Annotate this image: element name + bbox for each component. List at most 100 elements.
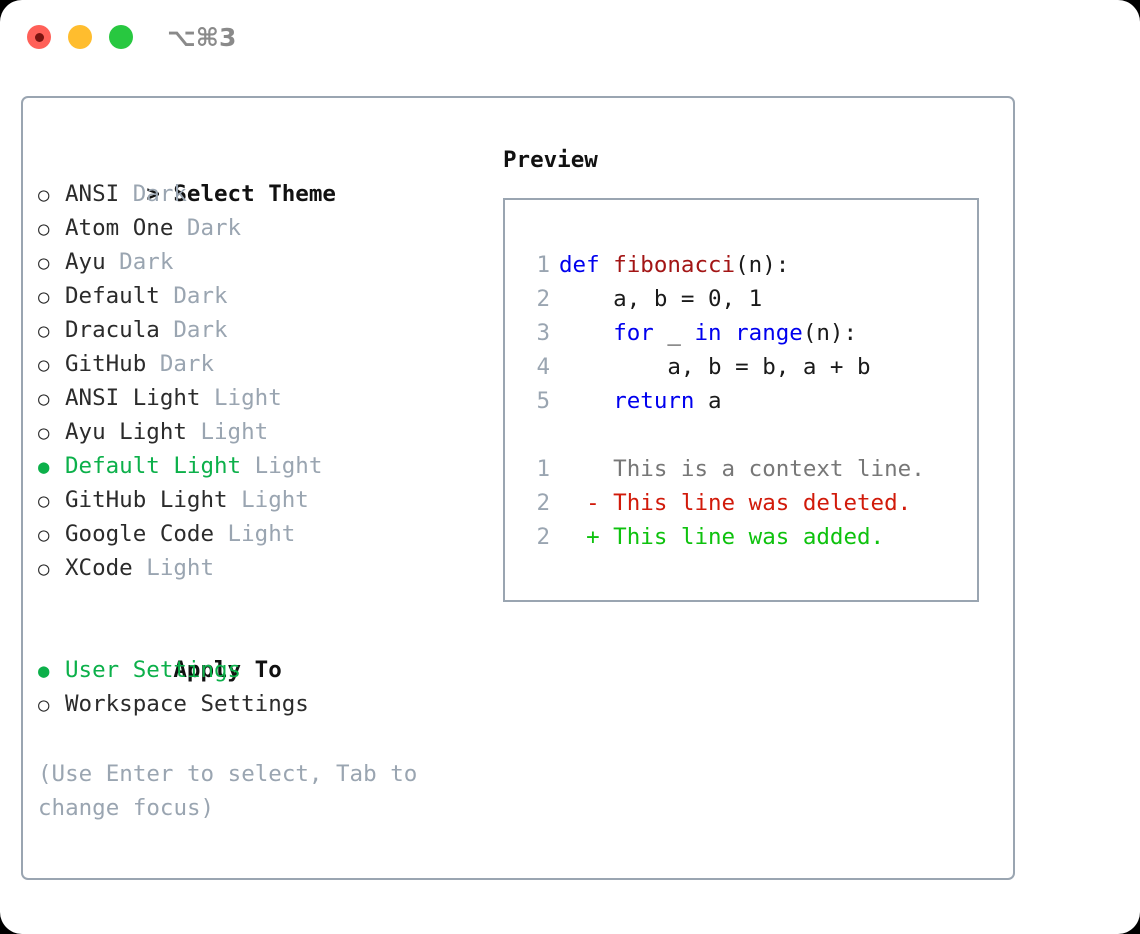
theme-option-xcode[interactable]: XCode Light — [38, 551, 478, 585]
radio-unselected-icon — [38, 347, 65, 382]
apply-to-option-workspace-settings[interactable]: Workspace Settings — [38, 687, 478, 721]
apply-to-option-label: Workspace Settings — [65, 691, 309, 717]
line-number: 1 — [536, 456, 550, 482]
theme-option-default[interactable]: Default Dark — [38, 279, 478, 313]
radio-unselected-icon — [38, 177, 65, 212]
radio-unselected-icon — [38, 551, 65, 586]
minimize-button-icon[interactable] — [68, 25, 92, 49]
theme-variant-tag: Light — [200, 385, 282, 411]
theme-option-ansi[interactable]: ANSI Dark — [38, 177, 478, 211]
code-line: 5 return a — [505, 384, 977, 418]
theme-list-panel: Select Theme ANSI DarkAtom One DarkAyu D… — [38, 143, 478, 825]
theme-variant-tag: Dark — [173, 215, 242, 241]
theme-option-label: GitHub — [65, 351, 147, 377]
diff-line: 2 + This line was added. — [505, 520, 977, 554]
radio-unselected-icon — [38, 245, 65, 280]
diff-line-text: - This line was deleted. — [559, 490, 912, 516]
code-diff-separator — [505, 418, 977, 452]
theme-option-label: XCode — [65, 555, 133, 581]
zoom-button-icon[interactable] — [109, 25, 133, 49]
code-line: 4 a, b = b, a + b — [505, 350, 977, 384]
theme-variant-tag: Dark — [159, 317, 228, 343]
theme-variant-tag: Light — [227, 487, 309, 513]
theme-option-label: Dracula — [65, 317, 160, 343]
line-number: 1 — [536, 252, 550, 278]
code-token: a, b = 0, 1 — [559, 286, 763, 312]
line-number: 2 — [536, 490, 550, 516]
theme-variant-tag: Light — [241, 453, 323, 479]
line-number: 2 — [536, 524, 550, 550]
theme-option-label: ANSI Light — [65, 385, 201, 411]
theme-option-ayu[interactable]: Ayu Dark — [38, 245, 478, 279]
theme-variant-tag: Dark — [119, 181, 187, 207]
radio-selected-icon — [38, 653, 65, 688]
window-controls — [27, 25, 133, 49]
radio-unselected-icon — [38, 415, 65, 450]
theme-option-label: ANSI — [65, 181, 120, 207]
preview-title: Preview — [503, 147, 598, 173]
line-number: 3 — [536, 320, 550, 346]
theme-variant-tag: Light — [132, 555, 215, 581]
code-token: (n): — [802, 320, 858, 346]
code-token: def — [559, 252, 614, 278]
diff-line-text: This is a context line. — [559, 456, 925, 482]
radio-unselected-icon — [38, 211, 65, 246]
theme-option-github[interactable]: GitHub Dark — [38, 347, 478, 381]
code-line: 1 def fibonacci(n): — [505, 248, 977, 282]
theme-option-default-light[interactable]: Default Light Light — [38, 449, 478, 483]
theme-option-label: Atom One — [65, 215, 174, 241]
code-token: return — [613, 388, 695, 414]
theme-option-label: Ayu — [65, 249, 106, 275]
code-token: for — [613, 320, 654, 346]
theme-variant-tag: Dark — [105, 249, 174, 275]
close-button-icon[interactable] — [27, 25, 51, 49]
radio-unselected-icon — [38, 483, 65, 518]
radio-unselected-icon — [38, 517, 65, 552]
code-token — [722, 320, 736, 346]
theme-variant-tag: Dark — [159, 283, 228, 309]
theme-variant-tag: Dark — [146, 351, 215, 377]
code-token: (n): — [735, 252, 790, 278]
line-number: 4 — [536, 354, 550, 380]
theme-option-google-code[interactable]: Google Code Light — [38, 517, 478, 551]
select-theme-header: Select Theme — [38, 143, 478, 207]
code-token: in — [694, 320, 722, 346]
theme-option-ansi-light[interactable]: ANSI Light Light — [38, 381, 478, 415]
code-token: fibonacci — [613, 252, 736, 278]
theme-option-ayu-light[interactable]: Ayu Light Light — [38, 415, 478, 449]
code-token — [559, 320, 613, 346]
radio-unselected-icon — [38, 687, 65, 722]
code-token: range — [735, 320, 803, 346]
apply-to-option-label: User Settings — [65, 657, 242, 683]
code-token: a, b = b, a + b — [559, 354, 871, 380]
apply-to-header-label: Apply To — [173, 657, 282, 683]
theme-option-atom-one[interactable]: Atom One Dark — [38, 211, 478, 245]
theme-option-github-light[interactable]: GitHub Light Light — [38, 483, 478, 517]
radio-selected-icon — [38, 449, 65, 484]
code-line: 3 for _ in range(n): — [505, 316, 977, 350]
diff-line: 1 This is a context line. — [505, 452, 977, 486]
keyboard-hint: (Use Enter to select, Tab to change focu… — [38, 761, 431, 821]
radio-unselected-icon — [38, 313, 65, 348]
radio-unselected-icon — [38, 279, 65, 314]
code-token: a — [694, 388, 722, 414]
diff-line-text: + This line was added. — [559, 524, 885, 550]
theme-option-label: Default Light — [65, 453, 242, 479]
diff-line: 2 - This line was deleted. — [505, 486, 977, 520]
radio-unselected-icon — [38, 381, 65, 416]
apply-to-option-user-settings[interactable]: User Settings — [38, 653, 478, 687]
code-token — [559, 388, 613, 414]
theme-option-label: Google Code — [65, 521, 215, 547]
theme-option-label: GitHub Light — [65, 487, 228, 513]
keyboard-shortcut-label: ⌥⌘3 — [167, 23, 237, 52]
line-number: 2 — [536, 286, 550, 312]
theme-variant-tag: Light — [186, 419, 269, 445]
theme-option-list: ANSI DarkAtom One DarkAyu DarkDefault Da… — [38, 177, 478, 585]
theme-option-dracula[interactable]: Dracula Dark — [38, 313, 478, 347]
code-token: _ — [653, 320, 695, 346]
theme-option-label: Ayu Light — [65, 419, 187, 445]
